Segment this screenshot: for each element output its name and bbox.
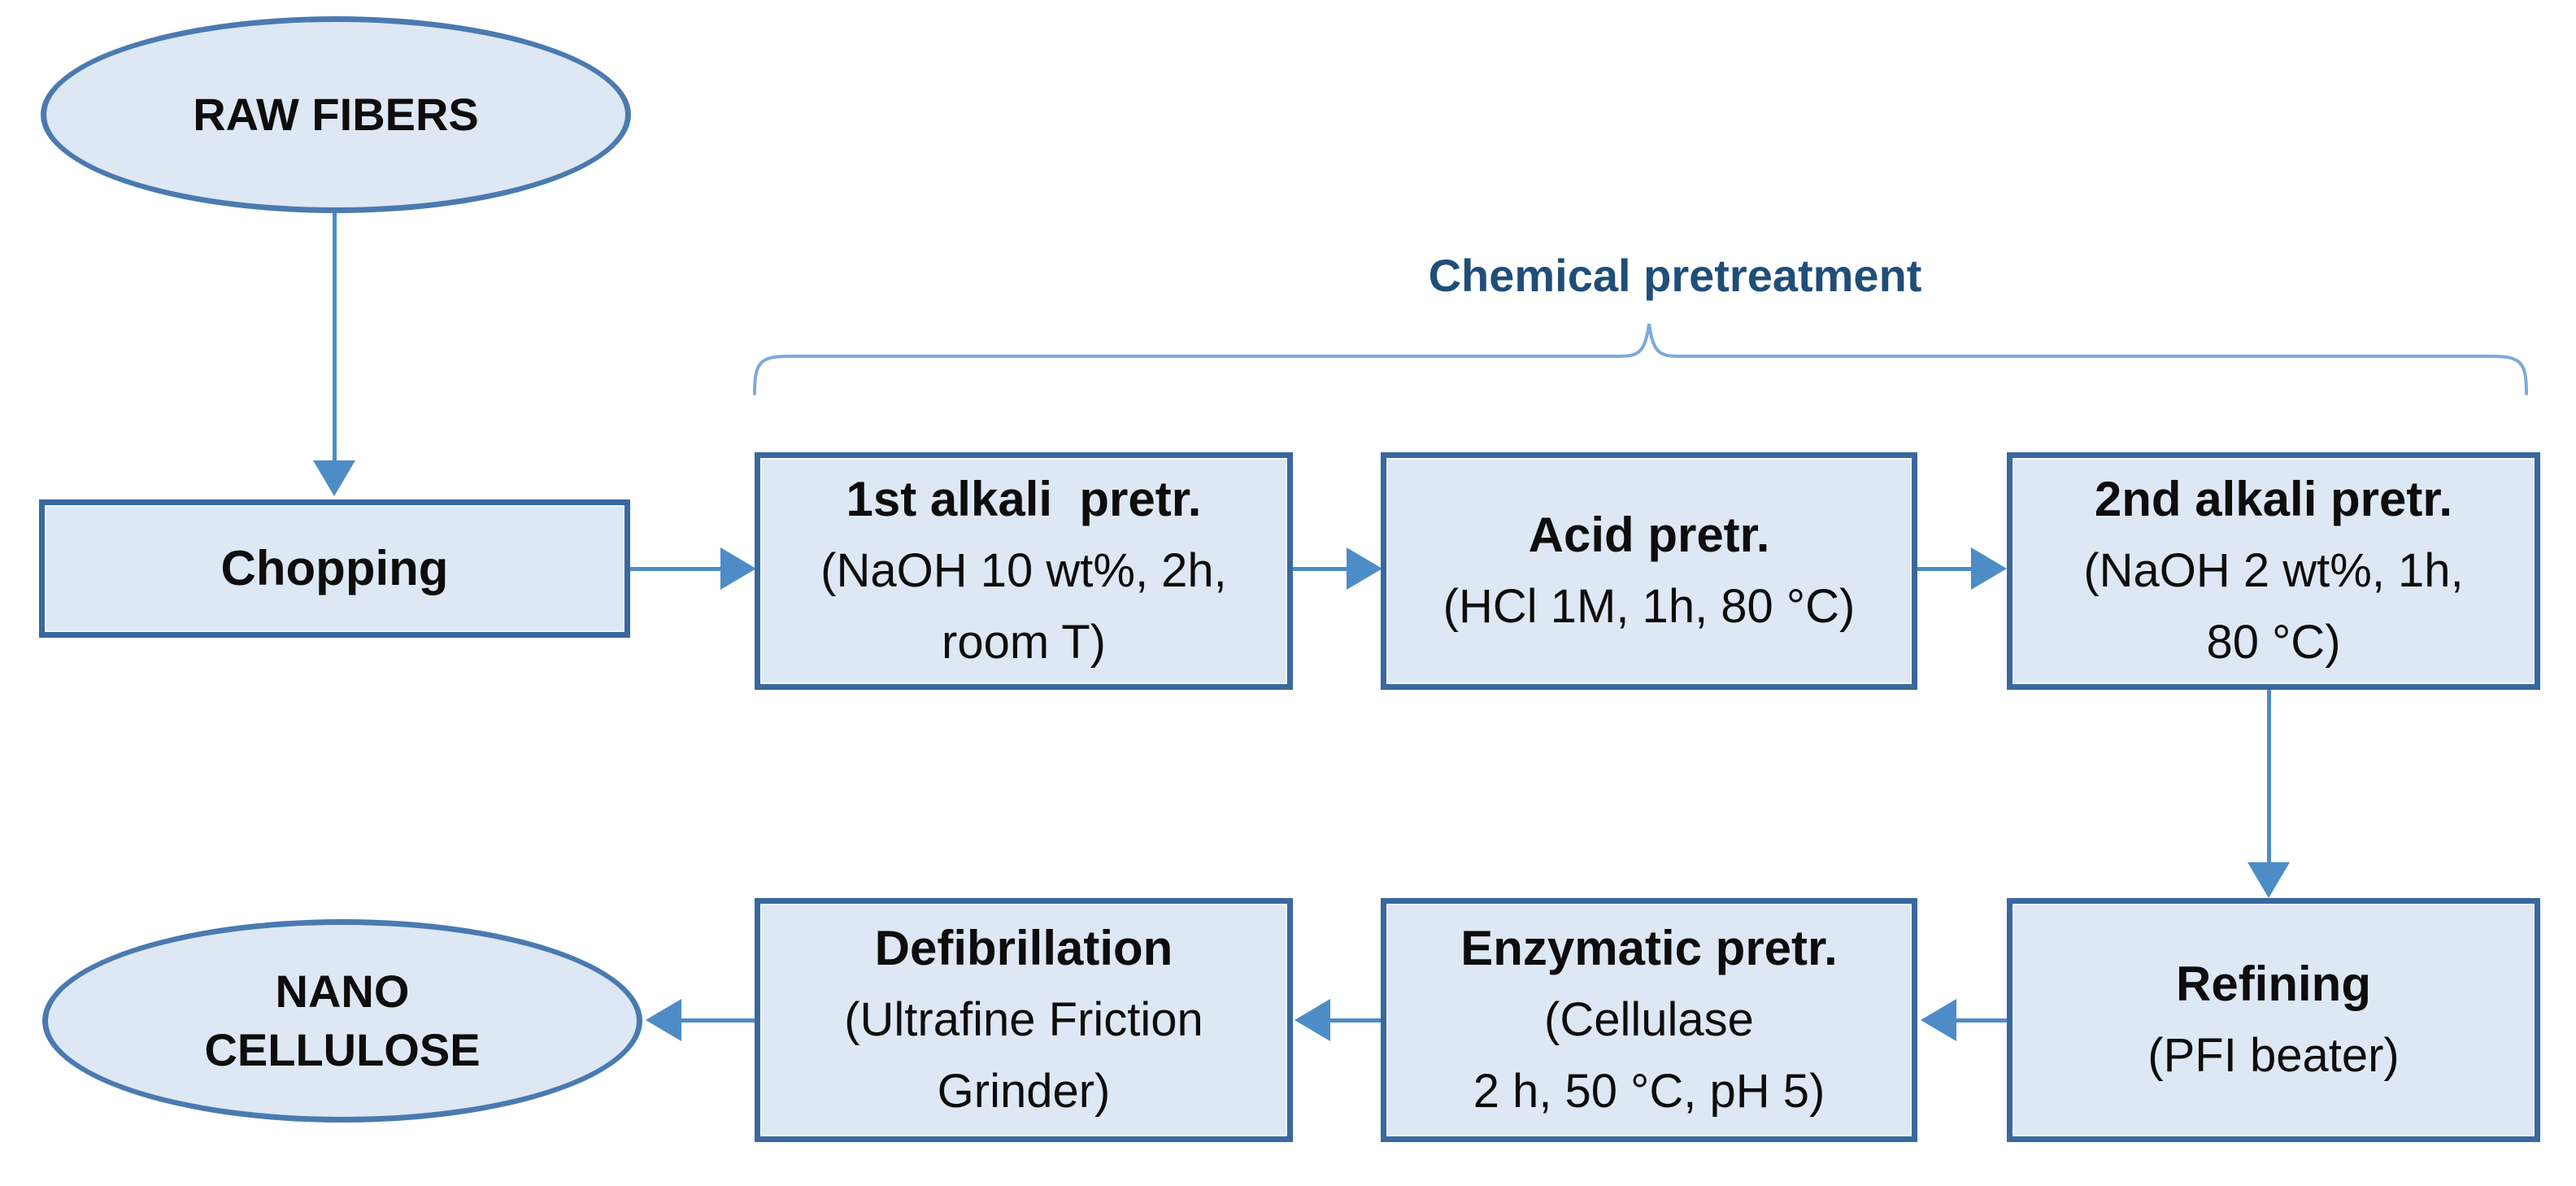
node-alkali2: 2nd alkali pretr. (NaOH 2 wt%, 1h, 80 °C… (2007, 452, 2540, 690)
node-detail: room T) (942, 616, 1106, 669)
node-title: 1st alkali pretr. (846, 472, 1202, 526)
node-chopping: Chopping (39, 499, 630, 638)
node-title: RAW FIBERS (193, 89, 479, 140)
node-title: 2nd alkali pretr. (2094, 472, 2453, 526)
arrow-acid-to-alkali2-head (1971, 547, 2007, 590)
arrow-refining-to-enzymatic-line (1956, 1018, 2007, 1022)
node-title: Chopping (220, 541, 449, 595)
arrow-alkali2-to-refining-line (2267, 690, 2271, 864)
node-detail: (NaOH 2 wt%, 1h, (2083, 544, 2464, 597)
chemical-pretreatment-brace (753, 323, 2528, 395)
node-nanocellulose: NANO CELLULOSE (42, 919, 642, 1123)
arrow-defibrillation-to-nano-head (646, 999, 681, 1041)
node-raw-fibers: RAW FIBERS (41, 16, 631, 213)
arrow-raw-to-chopping-line (333, 213, 337, 462)
node-detail: (HCl 1M, 1h, 80 °C) (1442, 580, 1856, 633)
node-title: CELLULOSE (204, 1024, 481, 1075)
node-detail: 2 h, 50 °C, pH 5) (1473, 1065, 1825, 1118)
node-enzymatic: Enzymatic pretr. (Cellulase 2 h, 50 °C, … (1381, 898, 1917, 1142)
arrow-alkali2-to-refining-head (2247, 862, 2290, 898)
node-detail: (PFI beater) (2147, 1029, 2400, 1082)
chemical-pretreatment-label: Chemical pretreatment (1428, 250, 1922, 301)
arrow-enzymatic-to-defibrillation-line (1330, 1018, 1381, 1022)
node-title: Enzymatic pretr. (1460, 921, 1838, 975)
node-detail: Grinder) (937, 1065, 1111, 1118)
node-detail: 80 °C) (2206, 616, 2341, 669)
node-title: Defibrillation (874, 921, 1173, 975)
arrow-chopping-to-alkali1-head (720, 547, 756, 590)
node-refining: Refining (PFI beater) (2007, 898, 2540, 1142)
node-title: Refining (2176, 957, 2371, 1011)
node-defibrillation: Defibrillation (Ultrafine Friction Grind… (755, 898, 1293, 1142)
arrow-acid-to-alkali2-line (1917, 567, 1974, 571)
node-detail: (NaOH 10 wt%, 2h, (820, 544, 1227, 597)
node-alkali1: 1st alkali pretr. (NaOH 10 wt%, 2h, room… (755, 452, 1293, 690)
node-acid: Acid pretr. (HCl 1M, 1h, 80 °C) (1381, 452, 1917, 690)
arrow-enzymatic-to-defibrillation-head (1295, 999, 1330, 1041)
node-title: Acid pretr. (1528, 508, 1770, 562)
arrow-alkali1-to-acid-line (1293, 567, 1350, 571)
arrow-alkali1-to-acid-head (1347, 547, 1382, 590)
arrow-refining-to-enzymatic-head (1921, 999, 1956, 1041)
node-detail: (Cellulase (1544, 993, 1754, 1046)
node-title: NANO (275, 966, 410, 1017)
arrow-raw-to-chopping-head (313, 460, 355, 496)
node-detail: (Ultrafine Friction (844, 993, 1203, 1046)
arrow-chopping-to-alkali1-line (630, 567, 724, 571)
arrow-defibrillation-to-nano-line (681, 1018, 755, 1022)
